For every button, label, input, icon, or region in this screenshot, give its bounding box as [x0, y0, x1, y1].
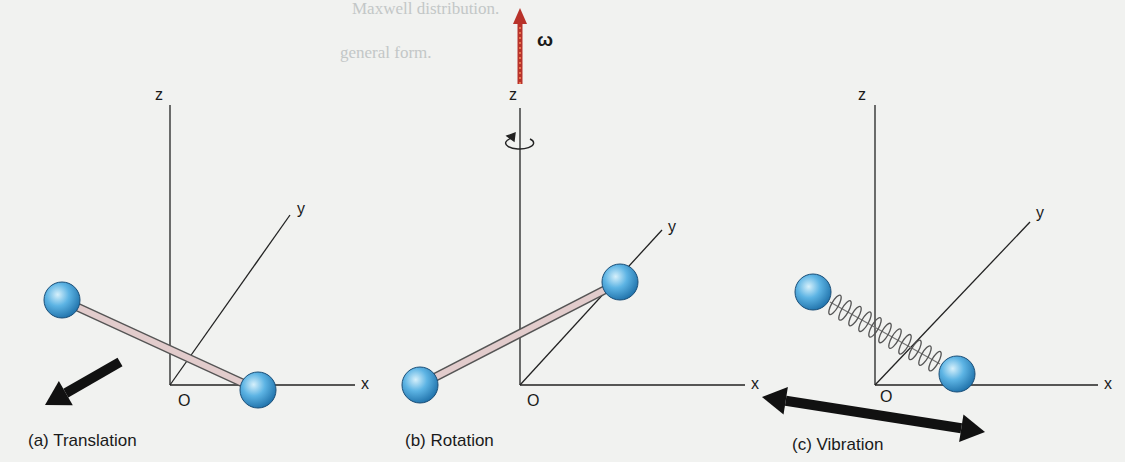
- arrow-head: [959, 414, 985, 442]
- origin-label: O: [880, 388, 892, 406]
- spring-coil: [887, 327, 904, 350]
- axis-label: y: [297, 200, 305, 218]
- arrow-head: [762, 387, 788, 415]
- axis-label: z: [509, 86, 517, 104]
- spring-coil: [867, 316, 884, 339]
- axis-label: y: [1036, 204, 1044, 222]
- spring-bond: [827, 294, 944, 373]
- molecule-a: [44, 282, 276, 408]
- angular-velocity-label: ω: [537, 30, 553, 51]
- spring-coil: [897, 333, 914, 356]
- axis-label: z: [155, 86, 163, 104]
- background-text: Maxwell distribution.: [352, 0, 499, 19]
- spring-coil: [857, 310, 874, 333]
- axis-label: x: [1104, 375, 1112, 393]
- axes-b: [520, 108, 745, 385]
- axis-label: z: [858, 86, 866, 104]
- axes-a: [170, 105, 355, 385]
- spring-coil: [847, 305, 864, 328]
- spring-coil: [907, 339, 924, 362]
- origin-label: O: [178, 392, 190, 410]
- origin-label: O: [527, 392, 539, 410]
- molecule-c: [795, 274, 975, 392]
- rotation-sense: [506, 133, 534, 149]
- axis-label: x: [361, 375, 369, 393]
- vibration-arrow: [762, 387, 985, 442]
- spring-axis: [830, 302, 940, 364]
- panel-caption: (b) Rotation: [405, 432, 494, 451]
- spring-coil: [917, 344, 934, 367]
- translation-arrow: [45, 362, 120, 405]
- spring-coil: [877, 322, 894, 345]
- arrow-shaft: [66, 362, 120, 393]
- arrow-shaft: [786, 401, 962, 429]
- panel-caption: (c) Vibration: [792, 436, 883, 455]
- axis-label: x: [751, 375, 759, 393]
- angular-velocity-vector: [513, 8, 527, 84]
- spring-coil: [837, 299, 854, 322]
- background-text: general form.: [340, 44, 432, 63]
- molecule-b: [402, 264, 638, 403]
- panel-caption: (a) Translation: [28, 432, 137, 451]
- axes-c: [875, 105, 1098, 385]
- axis-label: y: [668, 218, 676, 236]
